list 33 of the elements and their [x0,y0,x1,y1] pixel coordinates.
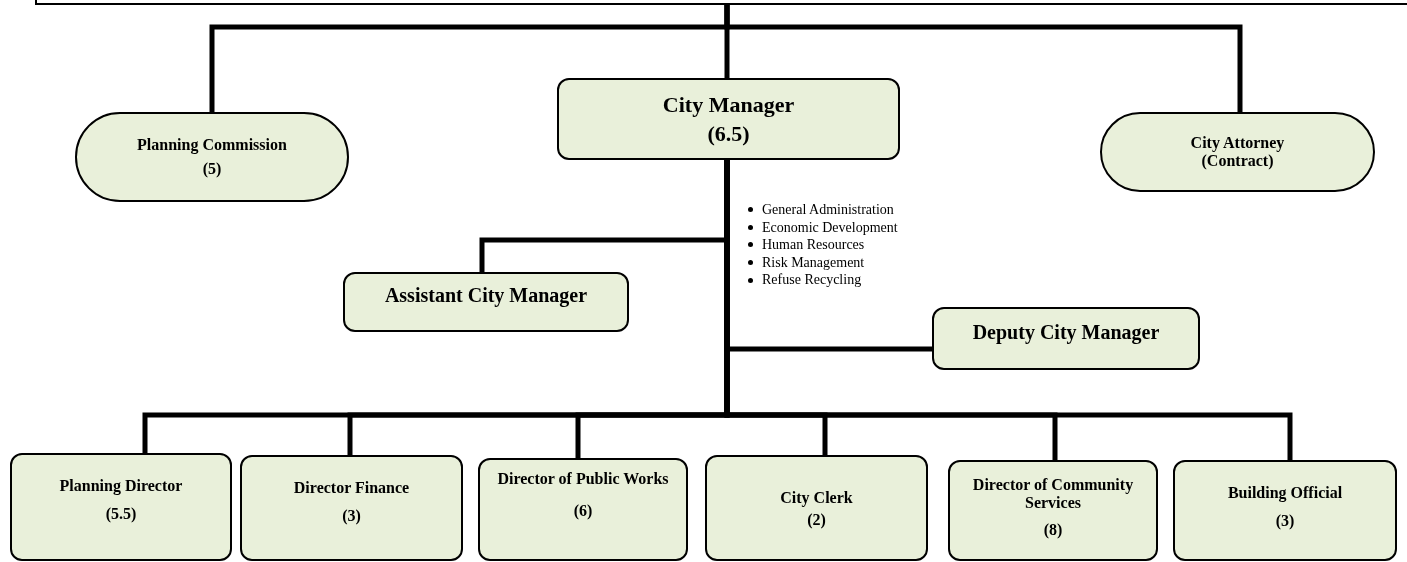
department-box [1173,460,1397,561]
bullet-item: General Administration [762,201,894,219]
node-title: City Attorney (Contract) [1189,133,1286,171]
department-box [948,460,1158,561]
node-title: Planning Director [59,477,183,496]
role-box [932,307,1200,370]
node-title: City Clerk [780,489,853,508]
node-count: (5) [202,160,222,179]
department-box [705,455,928,561]
node-count: (8) [1043,520,1063,540]
node-title: Deputy City Manager [972,321,1160,344]
bullet-item: Risk Management [762,253,865,272]
node-title: Director Finance [293,479,410,498]
bullet-item: Economic Development [762,218,898,237]
node-title: Building Official [1227,484,1343,503]
node-count: (5.5) [105,505,137,524]
bullet-item: Human Resources [762,236,865,254]
department-box [240,455,463,561]
node-count: (3) [342,507,361,526]
node-count: (6.5) [707,121,750,147]
department-box [10,453,232,561]
node-title: City Manager [662,91,795,117]
node-count: (6) [573,502,593,521]
node-count: (2) [807,511,826,530]
node-title: Director of Community Services [971,476,1135,513]
department-box [478,458,688,561]
node-title: Director of Public Works [497,470,669,489]
node-title: Planning Commission [137,135,287,154]
title-box [557,78,900,160]
node-title: Assistant City Manager [384,284,588,307]
node-count: (3) [1275,512,1295,531]
bullet-item: Refuse Recycling [762,271,862,289]
role-box [343,272,629,332]
